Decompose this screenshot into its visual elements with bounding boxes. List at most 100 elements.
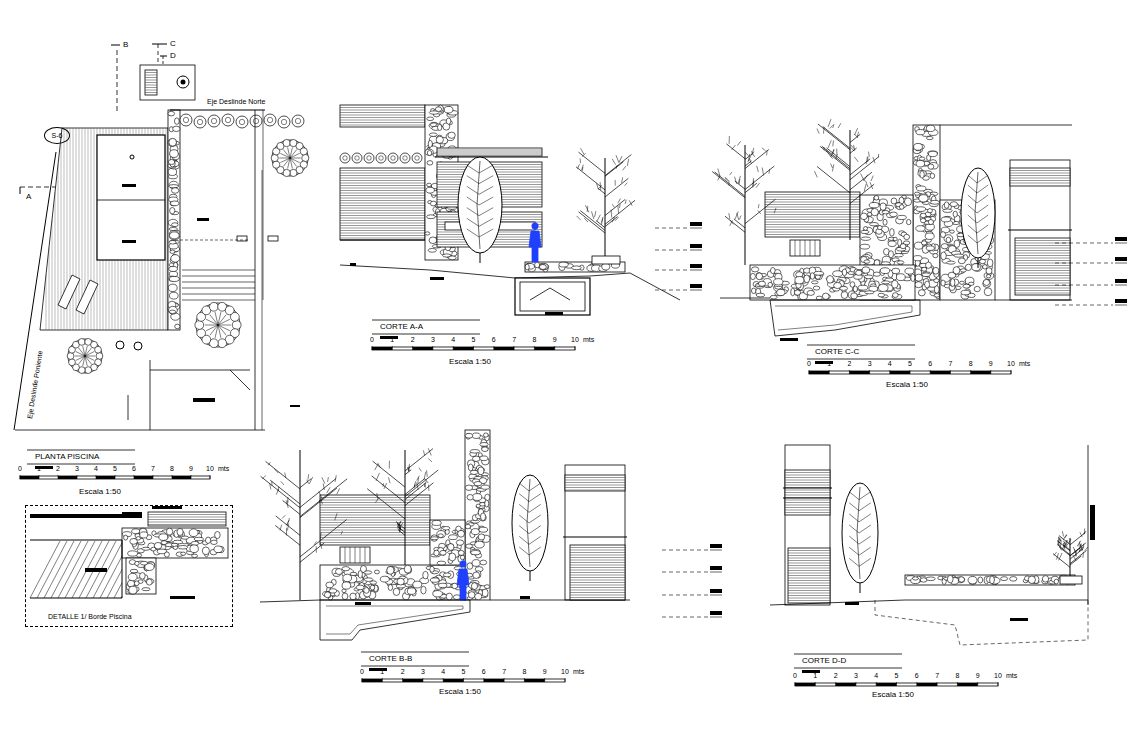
tree-vein	[849, 525, 859, 533]
hatch-line	[785, 485, 830, 486]
person-body	[457, 569, 469, 600]
stone	[941, 244, 948, 249]
stone	[439, 583, 447, 587]
stone	[535, 262, 540, 268]
hatch-line	[148, 514, 226, 515]
stone	[953, 267, 960, 274]
level-mark	[1115, 243, 1127, 244]
stone	[915, 282, 923, 288]
tree-branch	[605, 200, 635, 224]
tree-twig	[320, 533, 322, 540]
stone	[169, 227, 178, 230]
stone	[427, 215, 436, 219]
stone	[934, 294, 939, 298]
shrub-core	[281, 119, 286, 124]
shrub-core	[343, 156, 348, 161]
hatch-line	[1010, 178, 1070, 179]
marker	[134, 342, 142, 350]
window-bar	[795, 240, 796, 256]
tree-twig	[314, 541, 316, 544]
stone-frame	[905, 575, 1075, 585]
stone	[905, 268, 914, 274]
tree-vein	[479, 229, 493, 237]
stone	[916, 207, 926, 212]
deck-board	[166, 128, 167, 330]
stone	[430, 566, 434, 572]
tree-leaf	[283, 139, 290, 146]
hatch-frame	[1010, 168, 1070, 186]
hatch-line	[320, 510, 430, 511]
level-tag	[1115, 237, 1127, 241]
note-tag	[520, 596, 530, 599]
stone	[169, 292, 178, 299]
tree-twig	[424, 472, 426, 480]
tree-branch	[397, 523, 405, 529]
tree-branch	[850, 159, 870, 175]
tree-ray	[218, 325, 221, 338]
stone	[485, 494, 490, 500]
tree-leaf	[69, 359, 76, 366]
tree-twig	[577, 216, 581, 220]
stone	[329, 589, 337, 593]
stone	[481, 485, 489, 489]
tree-twig	[276, 489, 279, 495]
hatch-line	[320, 500, 430, 501]
tree-twig	[585, 205, 589, 212]
tree-vein	[968, 235, 977, 243]
stone	[431, 535, 438, 541]
hatch-line	[320, 522, 430, 523]
tree-branch	[578, 212, 605, 233]
hatch-line	[1015, 275, 1070, 276]
lounger	[76, 280, 98, 314]
tree-twig	[836, 149, 837, 155]
tree-twig	[278, 487, 279, 492]
tree-twig	[752, 148, 754, 154]
level-mark	[1115, 305, 1127, 306]
stone	[940, 232, 945, 238]
stone	[470, 450, 480, 454]
stone	[449, 535, 458, 540]
hatch-line	[340, 185, 425, 186]
stone	[467, 494, 473, 500]
hatch-frame	[145, 70, 157, 95]
tree-twig	[1062, 531, 1063, 536]
pool-pit-inner	[520, 282, 585, 311]
stone	[397, 578, 404, 585]
gate-line	[128, 395, 129, 420]
tree-twig	[833, 124, 834, 128]
stone	[173, 126, 180, 131]
deck-board	[73, 128, 74, 330]
tree-twig	[581, 148, 584, 154]
stone	[171, 201, 179, 206]
stone	[922, 267, 927, 271]
hatch-line	[788, 573, 830, 574]
stone	[471, 529, 479, 535]
hatch-line	[340, 213, 425, 214]
hatch-line	[340, 170, 425, 171]
hatch-line	[340, 110, 425, 111]
stone	[427, 161, 433, 165]
stone	[471, 583, 477, 590]
window-bar	[815, 240, 816, 256]
deck	[40, 128, 168, 330]
hatch-line	[765, 199, 860, 200]
stone	[472, 560, 480, 567]
tree-twig	[748, 154, 750, 161]
stone	[943, 209, 953, 213]
ground-line	[490, 600, 630, 601]
section-line	[158, 44, 159, 65]
tree-twig	[729, 136, 730, 144]
stone	[174, 118, 179, 124]
section-b	[260, 430, 630, 640]
tree-vein	[479, 197, 493, 205]
stone	[911, 274, 915, 282]
stone	[944, 202, 949, 208]
stone	[865, 291, 875, 294]
level-line	[655, 228, 688, 229]
stone	[987, 259, 993, 267]
stone	[432, 520, 441, 525]
tree-branch	[1070, 533, 1085, 545]
tree-ray	[75, 356, 85, 357]
gate-line	[150, 360, 151, 430]
tree-twig	[729, 213, 730, 219]
